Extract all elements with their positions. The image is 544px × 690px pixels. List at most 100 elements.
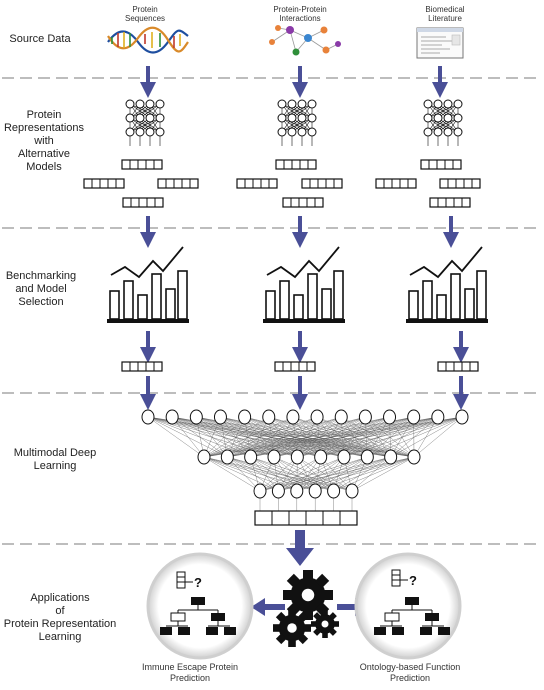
stage-label-multimodal: Multimodal Deep Learning	[0, 447, 110, 473]
network-node	[327, 483, 341, 499]
network-edge	[220, 416, 298, 458]
network-edge	[244, 416, 298, 458]
network-node	[197, 449, 211, 465]
benchmark-chart-icon	[262, 246, 346, 324]
network-edge	[203, 416, 293, 458]
network-edge	[333, 456, 368, 492]
network-node	[407, 449, 421, 465]
network-node	[431, 409, 445, 425]
network-edge	[351, 456, 391, 492]
stage-label-line: Learning	[38, 631, 82, 643]
source-label-line: Protein-Protein	[273, 5, 327, 14]
embedding-vector-icon	[122, 197, 164, 208]
ppi-network-icon	[269, 25, 341, 56]
network-edge	[315, 456, 345, 492]
network-node	[384, 449, 398, 465]
stage-label-line: Protein Representation	[3, 618, 117, 630]
network-edge	[297, 416, 463, 458]
network-edge	[172, 416, 228, 458]
neural-network-icon	[277, 99, 317, 147]
network-edge	[315, 456, 368, 492]
network-node	[407, 409, 421, 425]
network-node	[244, 449, 258, 465]
network-edge	[244, 416, 275, 458]
network-edge	[315, 456, 391, 492]
network-edge	[227, 416, 463, 458]
network-node	[286, 409, 300, 425]
stage-label-benchmarking: Benchmarking and Model Selection	[0, 270, 82, 309]
network-edge	[341, 416, 368, 458]
flow-arrows	[140, 66, 469, 410]
source-label-line: Sequences	[124, 14, 166, 23]
embedding-vector-icon	[83, 178, 125, 189]
network-edge	[341, 416, 415, 458]
network-edge	[389, 416, 415, 458]
network-edge	[203, 456, 261, 492]
source-label-literature: Biomedical Literature	[405, 5, 485, 23]
network-edge	[250, 416, 463, 458]
question-mark-icon: ?	[194, 575, 202, 590]
output-label-immune-escape: Immune Escape Protein Prediction	[135, 662, 245, 684]
network-edge	[203, 416, 414, 458]
output-label-ontology: Ontology-based Function Prediction	[350, 662, 470, 684]
arrow-left	[251, 598, 285, 616]
network-edge	[316, 416, 345, 458]
network-node	[253, 483, 267, 499]
network-edge	[333, 456, 415, 492]
stage-label-line: and Model	[15, 283, 67, 295]
embedding-vector-icon	[121, 159, 163, 170]
embedding-vector-icon	[439, 178, 481, 189]
network-edge	[259, 456, 298, 492]
output-label-line: Prediction	[389, 673, 431, 683]
network-node	[141, 409, 155, 425]
benchmark-chart-icon	[405, 246, 489, 324]
dna-helix-icon	[107, 26, 189, 54]
network-edge	[333, 456, 391, 492]
source-label-line: Interactions	[279, 14, 321, 23]
network-edge	[316, 416, 368, 458]
embedding-vector-icon	[375, 178, 417, 189]
network-node	[213, 409, 227, 425]
network-edge	[196, 416, 275, 458]
network-edge	[390, 416, 463, 458]
network-edge	[317, 416, 415, 458]
stage-label-line: Learning	[33, 460, 77, 472]
gear-icon	[311, 610, 339, 638]
network-edge	[259, 456, 321, 492]
network-node	[345, 483, 359, 499]
output-label-line: Ontology-based Function	[359, 662, 461, 672]
network-edge	[367, 416, 463, 458]
embedding-vector-icon	[157, 178, 199, 189]
gear-icon	[273, 609, 311, 647]
source-label-line: Protein	[132, 5, 158, 14]
network-edge	[203, 416, 390, 458]
ontology-function-panel	[354, 552, 462, 660]
network-edge	[196, 416, 251, 458]
neural-network-icon	[125, 99, 165, 147]
network-edge	[292, 416, 368, 458]
stage-label-line: Models	[26, 161, 62, 173]
network-edge	[341, 416, 391, 458]
source-label-ppi: Protein-Protein Interactions	[255, 5, 345, 23]
network-edge	[203, 456, 279, 492]
network-edge	[268, 416, 368, 458]
big-arrow-down	[286, 530, 314, 566]
network-edge	[172, 416, 251, 458]
stage-label-line: Representations	[3, 122, 85, 134]
network-edge	[244, 416, 321, 458]
network-edge	[343, 416, 463, 458]
network-node	[220, 449, 234, 465]
stage-label-line: Selection	[18, 296, 64, 308]
network-edge	[259, 456, 345, 492]
stage-label-line: Protein	[26, 109, 62, 121]
network-edge	[220, 416, 251, 458]
immune-escape-panel	[146, 552, 254, 660]
network-edge	[292, 416, 391, 458]
embedding-vector-icon	[301, 178, 343, 189]
network-edge	[203, 416, 245, 458]
network-edge	[413, 416, 463, 458]
network-edge	[278, 456, 345, 492]
network-node	[290, 483, 304, 499]
network-edge	[172, 416, 275, 458]
